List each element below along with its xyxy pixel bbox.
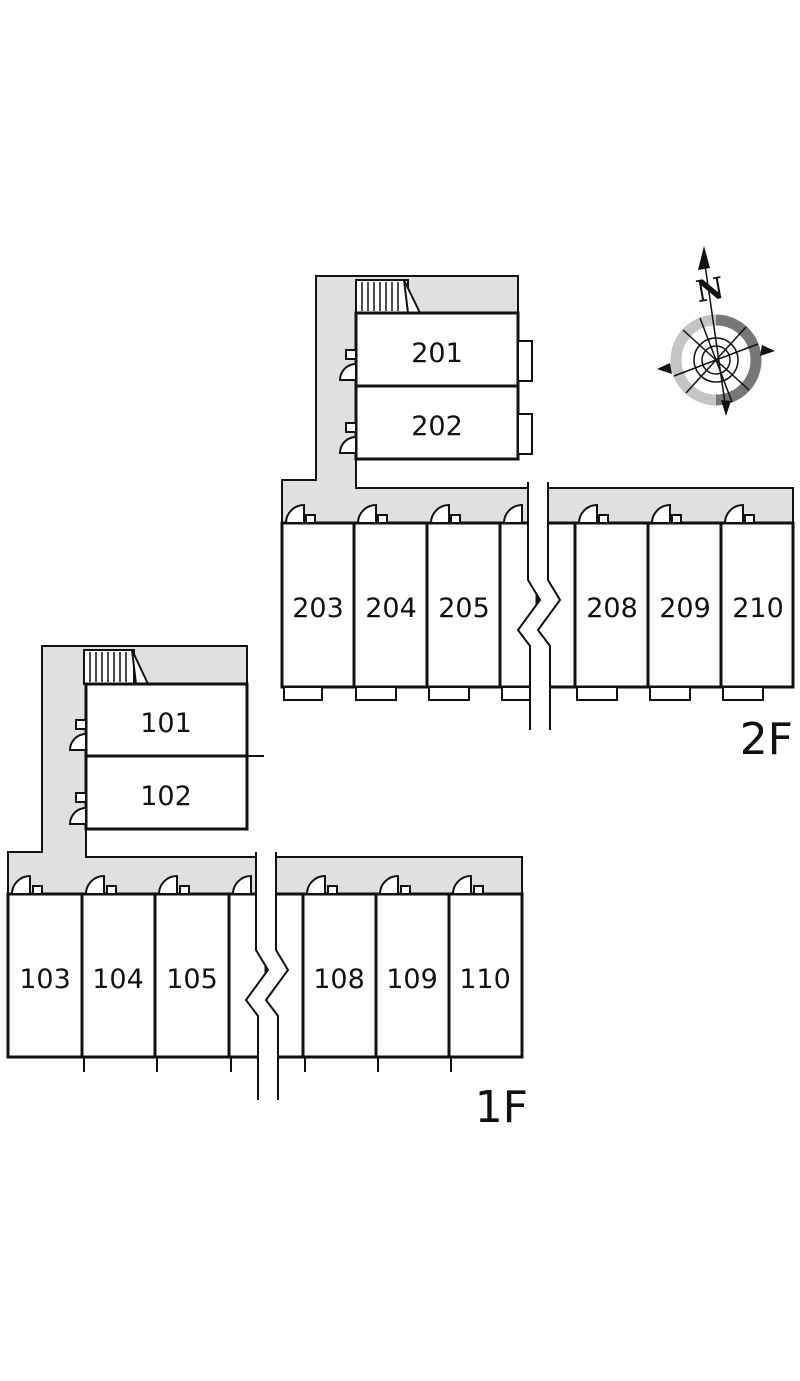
floor-label-2f: 2F <box>740 714 793 765</box>
floor-2f: 201 202 <box>280 275 795 765</box>
door-icon <box>68 792 87 825</box>
unit-label-101: 101 <box>140 708 192 739</box>
door-icon <box>723 503 755 524</box>
unit-label-104: 104 <box>92 964 144 995</box>
door-icon <box>502 503 523 524</box>
floor-label-1f: 1F <box>475 1082 528 1133</box>
unit-label-204: 204 <box>365 593 417 624</box>
door-icon <box>10 874 43 895</box>
balcony-icon <box>355 686 397 701</box>
unit-201 <box>354 311 520 388</box>
balcony-icon <box>722 686 764 701</box>
break-line-icon <box>244 852 290 1100</box>
door-icon <box>356 503 388 524</box>
break-line-icon <box>516 482 562 730</box>
balcony-icon <box>517 413 533 455</box>
door-icon <box>451 874 484 895</box>
door-icon <box>305 874 338 895</box>
balcony-icon <box>428 686 470 701</box>
balcony-icon <box>283 686 323 701</box>
door-icon <box>68 719 87 751</box>
unit-110 <box>447 892 524 1059</box>
unit-label-202: 202 <box>411 411 463 442</box>
door-icon <box>231 874 252 895</box>
balcony-icon <box>517 340 533 382</box>
unit-label-208: 208 <box>586 593 638 624</box>
door-icon <box>577 503 609 524</box>
unit-label-201: 201 <box>411 338 463 369</box>
door-icon <box>338 422 357 454</box>
unit-109 <box>374 892 451 1059</box>
floor-1f: 101 102 <box>6 645 528 1133</box>
unit-label-102: 102 <box>140 781 192 812</box>
unit-label-105: 105 <box>166 964 218 995</box>
unit-209 <box>646 521 723 689</box>
stair-icon <box>83 649 150 685</box>
unit-101 <box>84 682 249 758</box>
unit-label-209: 209 <box>659 593 711 624</box>
door-icon <box>284 503 316 524</box>
balcony-icon <box>649 686 691 701</box>
door-icon <box>84 874 117 895</box>
door-icon <box>378 874 411 895</box>
unit-label-103: 103 <box>19 964 71 995</box>
unit-label-203: 203 <box>292 593 344 624</box>
compass-icon: N <box>657 246 775 416</box>
corridor-1f <box>7 645 523 895</box>
unit-label-110: 110 <box>459 964 511 995</box>
balcony-icon <box>501 686 531 701</box>
corridor-2f <box>281 275 794 524</box>
door-icon <box>157 874 190 895</box>
door-icon <box>650 503 682 524</box>
unit-210 <box>719 521 795 689</box>
unit-108 <box>301 892 378 1059</box>
balcony-icon <box>576 686 618 701</box>
stair-icon <box>355 279 422 314</box>
unit-label-210: 210 <box>732 593 784 624</box>
compass-north-label: N <box>694 271 727 310</box>
unit-label-109: 109 <box>386 964 438 995</box>
unit-103 <box>6 892 84 1059</box>
unit-label-205: 205 <box>438 593 490 624</box>
door-icon <box>429 503 461 524</box>
door-icon <box>338 349 357 381</box>
unit-label-108: 108 <box>313 964 365 995</box>
